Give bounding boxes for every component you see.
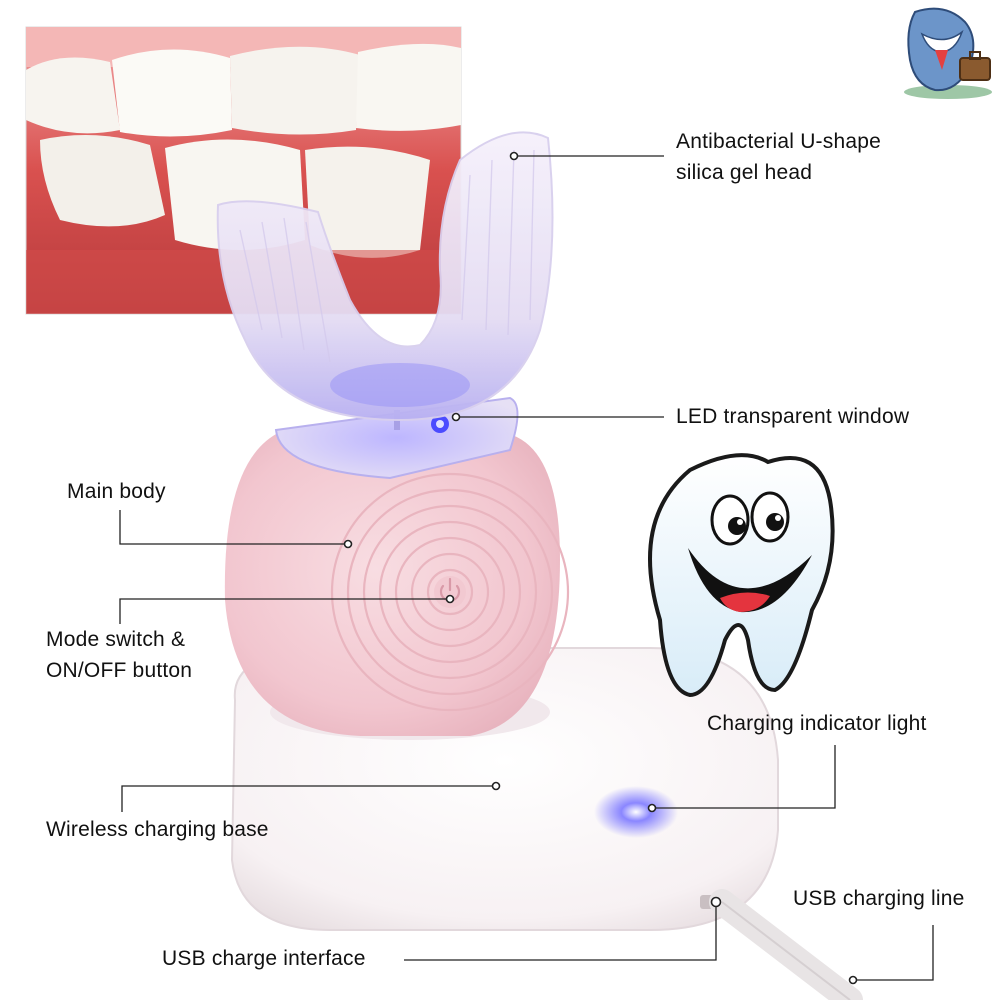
head-label-line2: silica gel head — [676, 161, 813, 184]
usbline-dot — [848, 975, 858, 985]
head-label: Antibacterial U-shape silica gel head — [676, 126, 881, 188]
mode-dot — [445, 594, 455, 604]
body-leader — [119, 510, 348, 545]
usb-line-label: USB charging line — [793, 887, 965, 910]
head-label-line1: Antibacterial U-shape — [676, 130, 881, 153]
usbline-leader — [853, 925, 934, 981]
led-window-label: LED transparent window — [676, 405, 910, 428]
mode-switch-label-line2: ON/OFF button — [46, 659, 193, 682]
head-dot — [509, 151, 519, 161]
base-dot — [491, 781, 501, 791]
smiling-tooth-icon — [648, 453, 835, 698]
charging-indicator-light — [594, 786, 678, 838]
mode-leader — [119, 598, 450, 624]
main-body-label: Main body — [67, 480, 166, 503]
charging-base-label: Wireless charging base — [46, 818, 269, 841]
indicator-leader — [652, 745, 836, 809]
main-body — [224, 432, 570, 736]
u-shape-head — [216, 131, 554, 422]
charging-indicator-label: Charging indicator light — [707, 712, 927, 735]
callout-lines — [119, 155, 934, 981]
base-leader — [121, 785, 496, 812]
usb-cable — [709, 889, 863, 1000]
shark-mascot-icon — [904, 7, 992, 99]
usbport-dot — [710, 896, 722, 908]
mode-switch-label-line1: Mode switch & — [46, 628, 186, 651]
usb-interface-label: USB charge interface — [162, 947, 366, 970]
teeth-photo — [25, 26, 462, 315]
led-dot — [451, 412, 461, 422]
indicator-dot — [647, 803, 657, 813]
usbport-leader — [404, 902, 717, 961]
body-dot — [343, 539, 353, 549]
mode-switch-label: Mode switch & ON/OFF button — [46, 624, 192, 686]
callout-dots — [343, 151, 858, 985]
